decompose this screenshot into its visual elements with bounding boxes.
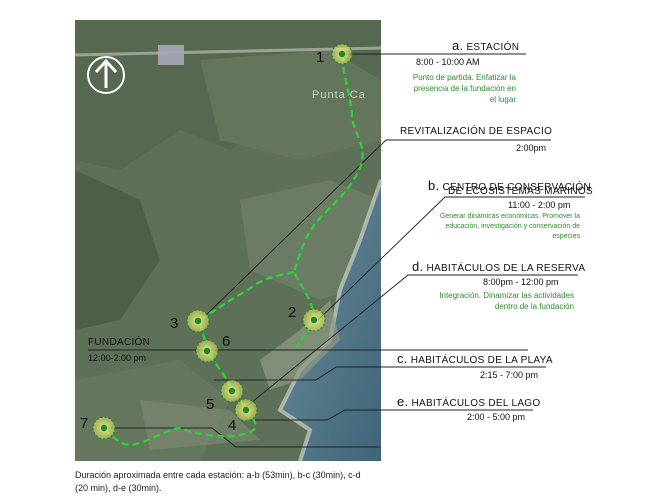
station-b-note-line: especies xyxy=(552,233,580,240)
station-revitalizacion-time: 2:00pm xyxy=(516,143,547,153)
station-e-title: e.HABITÁCULOS DEL LAGO xyxy=(397,394,540,409)
station-b-title: b.CENTRO DE CONSERVACIÓN xyxy=(428,178,591,193)
station-c-title: c.HABITÁCULOS DE LA PLAYA xyxy=(397,351,553,366)
station-1-marker xyxy=(331,43,353,65)
station-b-title2: DE ECOSISTEMAS MARINOS xyxy=(448,186,593,197)
station-3-marker xyxy=(186,309,210,333)
station-6-marker xyxy=(195,339,219,363)
station-e-time: 2:00 - 5:00 pm xyxy=(467,412,526,422)
station-b-note: Generar dinámicas económicas. Promover l… xyxy=(400,212,580,242)
station-number-1: 1 xyxy=(316,49,324,66)
station-4-marker xyxy=(234,398,258,422)
map-place-label: Punta Ca xyxy=(312,89,366,101)
station-number-3: 3 xyxy=(170,315,178,332)
station-fundacion-time: 12:00-2:00 pm xyxy=(88,353,147,363)
station-number-7: 7 xyxy=(80,415,88,432)
station-d-letter: d. xyxy=(412,259,424,274)
station-d-note-line: dentro de la fundación xyxy=(494,302,574,311)
station-a-note-line: el lugar xyxy=(489,95,516,104)
station-e-letter: e. xyxy=(397,394,409,409)
station-a-time: 8:00 - 10:00 AM xyxy=(416,57,480,67)
station-revitalizacion-title: REVITALIZACIÓN DE ESPACIO xyxy=(400,126,553,137)
station-b-letter: b. xyxy=(428,178,440,193)
station-c-letter: c. xyxy=(397,351,408,366)
station-5-marker xyxy=(220,379,244,403)
station-markers xyxy=(92,43,353,440)
station-d-note: Integración. Dinamizar las actividades d… xyxy=(400,290,574,312)
station-d-note-line: Integración. Dinamizar las actividades xyxy=(439,291,574,300)
aerial-photo xyxy=(74,20,383,462)
station-c-title-text: HABITÁCULOS DE LA PLAYA xyxy=(410,355,553,366)
leader-lines xyxy=(88,53,585,448)
station-7-marker xyxy=(92,416,116,440)
station-b-title-text: CENTRO DE CONSERVACIÓN xyxy=(442,182,591,193)
station-a-title: a.ESTACIÓN xyxy=(452,38,519,53)
station-a-note-line: presencia de la fundación en xyxy=(413,84,516,93)
station-a-title-text: ESTACIÓN xyxy=(466,42,520,53)
station-number-6: 6 xyxy=(222,333,230,350)
station-d-title-text: HABITÁCULOS DE LA RESERVA xyxy=(426,263,586,274)
duration-note: Duración aproximada entre cada estación:… xyxy=(75,470,361,493)
station-a-note-line: Punto de partida. Enfatizar la xyxy=(412,73,516,82)
station-b-note-line: Generar dinámicas económicas. Promover l… xyxy=(439,213,580,220)
station-e-title-text: HABITÁCULOS DEL LAGO xyxy=(411,398,541,409)
station-b-note-line: educación, investigación y conservación … xyxy=(445,223,580,230)
station-b-time: 11:00 - 2:00 pm xyxy=(508,200,571,210)
north-arrow-icon xyxy=(87,56,125,94)
station-c-time: 2:15 - 7:00 pm xyxy=(480,370,539,380)
station-number-2: 2 xyxy=(288,304,296,321)
station-number-5: 5 xyxy=(206,396,214,413)
station-d-title: d.HABITÁCULOS DE LA RESERVA xyxy=(412,259,585,274)
station-a-note: Punto de partida. Enfatizar la presencia… xyxy=(350,72,516,105)
station-fundacion-title: FUNDACIÓN xyxy=(88,337,151,348)
station-d-time: 8:00pm - 12:00 pm xyxy=(483,277,559,287)
station-2-marker xyxy=(302,308,326,332)
station-number-4: 4 xyxy=(228,417,236,434)
station-a-letter: a. xyxy=(452,38,464,53)
